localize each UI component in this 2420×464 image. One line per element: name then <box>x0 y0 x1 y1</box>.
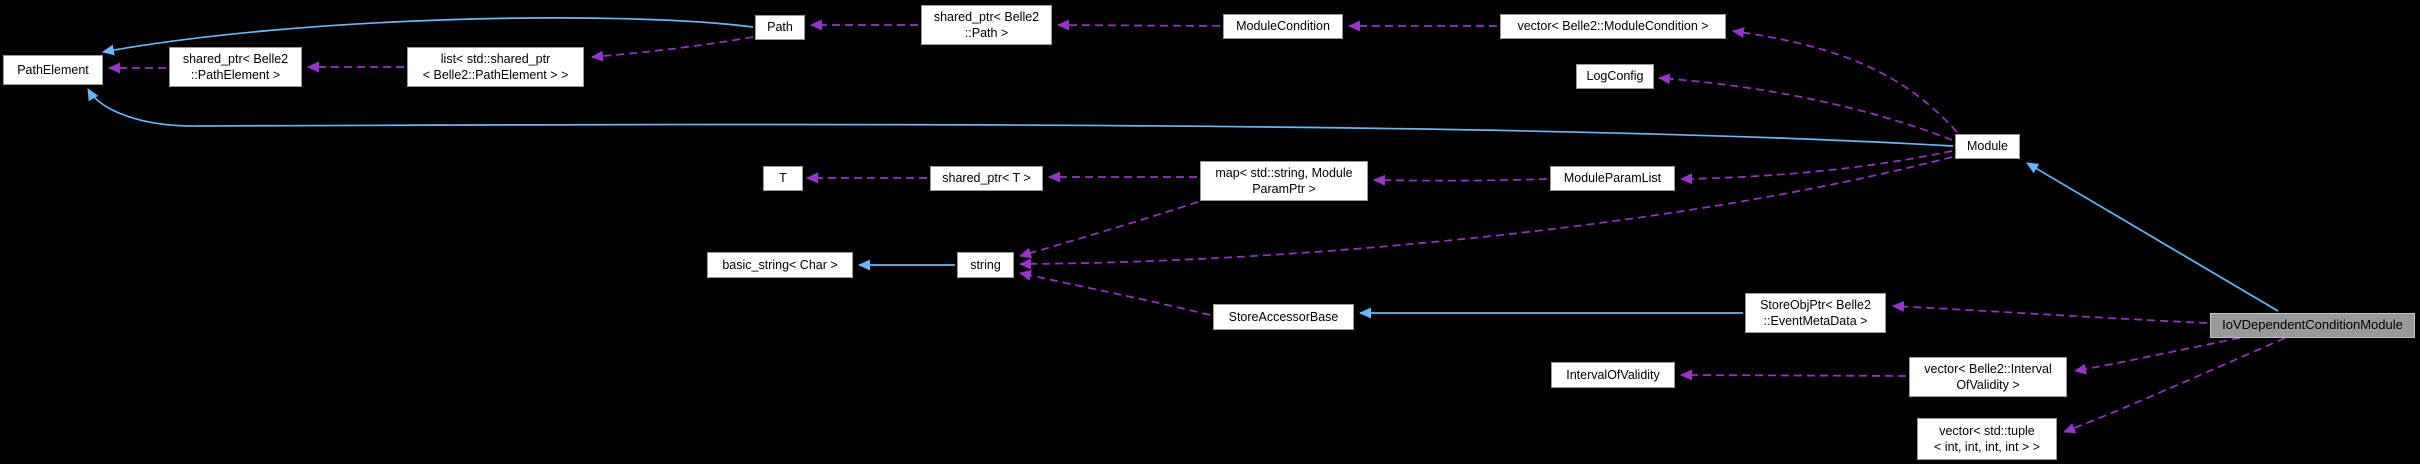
node-shared-ptr-t[interactable]: shared_ptr< T > <box>930 166 1043 191</box>
edge-use-module-to-string <box>1019 156 1953 270</box>
node-modulecondition[interactable]: ModuleCondition <box>1223 14 1343 39</box>
edge-use-module-to-vectormc <box>1732 27 1958 133</box>
node-list-shared-ptr-pathelement[interactable]: list< std::shared_ptr < Belle2::PathElem… <box>407 47 584 87</box>
node-vector-std-tuple[interactable]: vector< std::tuple < int, int, int, int … <box>1917 418 2057 460</box>
edge-inherit-path-to-pathelement <box>102 17 754 56</box>
edge-use-vectoriov-to-intervalofvalidity <box>1680 369 1907 381</box>
node-basic-string-char[interactable]: basic_string< Char > <box>707 252 853 278</box>
node-shared-ptr-path[interactable]: shared_ptr< Belle2 ::Path > <box>921 5 1052 45</box>
edge-use-module-to-moduleparamlist <box>1680 150 1953 185</box>
node-intervalofvalidity[interactable]: IntervalOfValidity <box>1551 362 1675 388</box>
node-path[interactable]: Path <box>755 15 805 40</box>
node-storeobjptr-eventmetadata[interactable]: StoreObjPtr< Belle2 ::EventMetaData > <box>1745 293 1886 333</box>
node-iovdependentconditionmodule: IoVDependentConditionModule <box>2210 313 2415 338</box>
node-storeaccessorbase[interactable]: StoreAccessorBase <box>1213 304 1354 330</box>
edge-inherit-module-to-pathelement <box>87 88 1954 147</box>
edge-use-modulecondition-to-sharedptrpath <box>1057 19 1221 31</box>
edge-use-moduleparamlist-to-map <box>1373 174 1548 186</box>
node-logconfig[interactable]: LogConfig <box>1576 64 1654 89</box>
node-t[interactable]: T <box>763 166 803 191</box>
node-module[interactable]: Module <box>1955 134 2020 159</box>
edge-use-storeaccessorbase-to-string <box>1019 270 1211 316</box>
edge-use-path-to-list <box>591 36 754 62</box>
node-vector-modulecondition[interactable]: vector< Belle2::ModuleCondition > <box>1500 14 1726 39</box>
node-moduleparamlist[interactable]: ModuleParamList <box>1550 166 1675 191</box>
edge-use-iovmodule-to-vectortuple <box>2063 337 2286 434</box>
node-shared-ptr-pathelement[interactable]: shared_ptr< Belle2 ::PathElement > <box>169 47 302 87</box>
edge-use-iovmodule-to-vectoriov <box>2074 337 2241 375</box>
node-map-string-moduleparamptr[interactable]: map< std::string, Module ParamPtr > <box>1200 161 1368 201</box>
edge-use-map-to-string <box>1019 201 1199 259</box>
edge-use-iovmodule-to-storeobjptr <box>1892 301 2208 324</box>
node-vector-intervalofvalidity[interactable]: vector< Belle2::Interval OfValidity > <box>1909 357 2067 397</box>
node-pathelement[interactable]: PathElement <box>3 55 103 85</box>
node-string[interactable]: string <box>957 252 1014 278</box>
edge-inherit-iovmodule-to-module <box>2026 162 2279 312</box>
edge-use-module-to-logconfig <box>1658 73 1953 141</box>
